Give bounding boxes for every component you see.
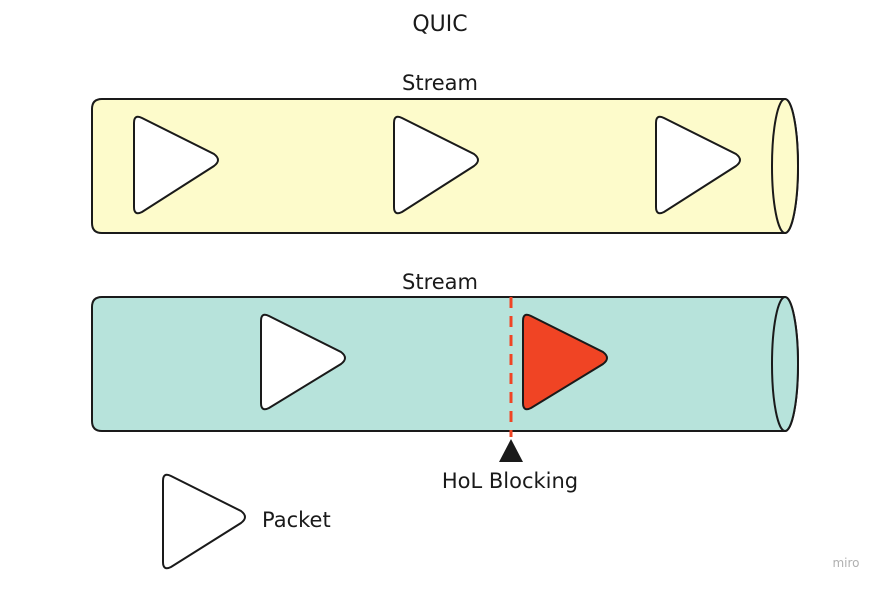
stream-1-packet-2 — [393, 115, 479, 215]
stream-2: Stream — [91, 270, 799, 437]
stream-1-packet-1 — [133, 115, 219, 215]
legend-label: Packet — [262, 508, 331, 532]
stream-1-pipe-end — [771, 98, 799, 234]
stream-2-packet-2-blocked — [522, 313, 608, 411]
legend-packet-icon — [162, 473, 246, 570]
stream-2-label: Stream — [402, 270, 478, 294]
stream-1-label: Stream — [402, 71, 478, 95]
miro-watermark: miro — [832, 556, 859, 570]
stream-2-pipe — [91, 296, 799, 432]
legend: Packet — [162, 473, 331, 570]
hol-blocking-arrow-icon — [499, 439, 523, 462]
hol-blocking-label: HoL Blocking — [442, 469, 578, 493]
stream-2-pipe-end — [771, 296, 799, 432]
stream-1-packet-3 — [655, 115, 741, 215]
diagram-title: QUIC — [412, 12, 467, 37]
stream-1: Stream — [91, 71, 799, 234]
stream-2-packet-1 — [260, 313, 346, 411]
